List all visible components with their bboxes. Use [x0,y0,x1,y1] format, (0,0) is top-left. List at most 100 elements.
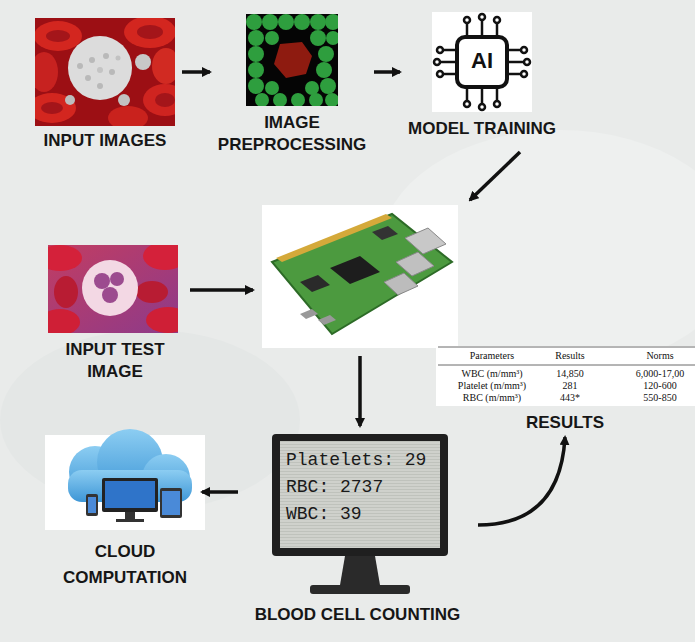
blood-smear-image [65,95,75,105]
flow-arrow [470,152,520,200]
caption: INPUT IMAGES [30,130,180,152]
blood-smear-image [124,18,175,48]
caption: BLOOD CELL COUNTING [240,604,475,626]
model-panel: MODEL TRAINING [402,12,562,140]
preprocessed-image [309,93,323,106]
preprocessed-image [246,14,338,106]
cloud-icon [162,491,180,515]
ai-icon [496,23,499,37]
icon-text: AI [457,48,507,74]
raspberry-pi-board [262,205,458,348]
cloud-panel: CLOUD COMPUTATION [50,435,200,590]
ai-icon [507,73,521,76]
ai-icon [457,37,507,87]
table-cell: WBC (m/mm³) [442,368,542,380]
preprocessed-image [248,30,264,46]
preprocessed-image [325,14,338,30]
preprocessed-image [310,14,326,30]
ai-icon [437,71,443,77]
preprocessed-image [325,93,338,106]
preprocessed-image [246,14,338,106]
ai-icon [507,61,524,64]
test-blood-image [48,309,80,333]
ai-icon [434,59,440,65]
preprocessed-image [274,42,312,78]
raspberry-pi-board [396,252,434,276]
table-cell: Platelet (m/mm³) [442,380,542,392]
cloud-icon [160,488,182,518]
cloud-icon [102,478,158,512]
blood-smear-image [97,67,103,73]
test-blood-image [146,307,178,333]
blood-smear-image [143,84,175,116]
preprocessed-image [305,81,319,95]
test-blood-image [94,273,110,289]
ai-icon [432,12,532,112]
results-table-image [438,365,695,366]
blood-smear-image [41,102,63,114]
ai-icon [437,47,443,53]
ai-icon [481,20,484,37]
ai-icon [440,61,457,64]
blood-smear-image [89,57,95,63]
ai-icon [464,17,470,23]
test-blood-image [136,281,168,303]
preprocessed-image [265,31,279,45]
raspberry-pi-board [318,315,336,325]
table-header: Norms [628,350,692,362]
blood-smear-image [108,106,148,126]
preprocessed-image [316,62,332,78]
ai-icon [466,87,469,101]
raspberry-pi-board [372,226,398,240]
test-blood-image [54,276,78,308]
test-blood-image [82,260,138,316]
ai-icon [481,87,484,104]
blood-smear-image [77,63,83,69]
preprocessed-image [326,31,338,45]
raspberry-pi-board [384,273,418,295]
raspberry-pi-board [330,256,380,284]
image-panel: IMAGE PREPROCESSING [212,14,372,156]
cloud-icon [86,494,98,516]
flow-arrow [190,288,253,292]
raspberry-pi-board [272,214,452,334]
preprocessed-image [291,93,305,106]
flow-arrow [358,356,362,426]
blood-smear-image [137,25,163,39]
blood-smear-image [109,69,115,75]
caption: MODEL TRAINING [402,118,562,140]
table-cell: 6,000-17,00 [628,368,692,380]
table-cell: 281 [540,380,600,392]
ai-icon [521,47,527,53]
blood-smear-image [35,52,58,92]
preprocessed-image [262,14,278,30]
preprocessed-image [248,62,264,78]
blood-smear-image [46,30,70,42]
preprocessed-image [294,14,310,30]
blood-smear-image [35,18,175,126]
ai-icon [507,49,521,52]
caption: IMAGE PREPROCESSING [212,112,372,156]
caption: RESULTS [515,412,615,434]
table-cell: 120-600 [628,380,692,392]
test-blood-image [48,245,82,271]
test-blood-image [102,287,118,303]
ai-icon [443,73,457,76]
preprocessed-image [246,14,262,30]
raspberry-pi-board [276,214,392,262]
blood-smear-image [116,56,121,61]
blood-smear-image [118,94,130,106]
cloud-icon [88,497,96,513]
preprocessed-image [273,93,287,106]
preprocessed-image [278,14,294,30]
ai-icon [432,12,532,112]
results-table-image [436,346,695,406]
table-cell: RBC (m/mm³) [442,392,542,404]
monitor [310,585,410,594]
blood-smear-image [85,75,91,81]
ai-icon [521,71,527,77]
cloud-icon [125,512,135,520]
blood-smear-image [152,48,175,84]
